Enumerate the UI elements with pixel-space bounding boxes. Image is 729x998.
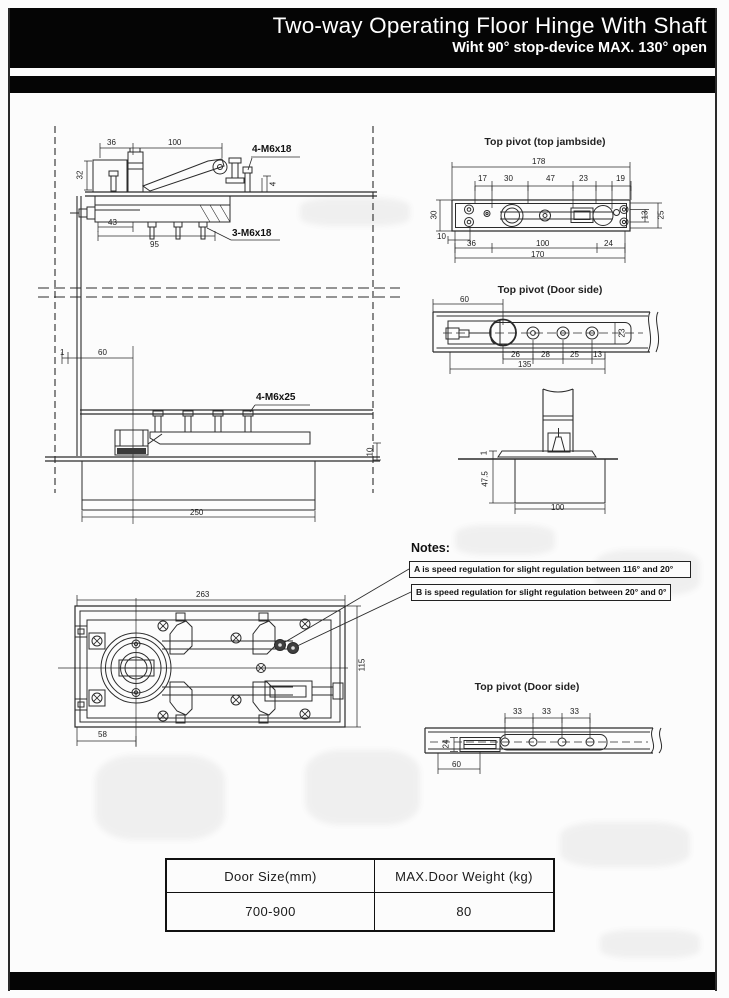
header-divider-bar: [8, 76, 717, 93]
ghost-artifact: [455, 525, 555, 555]
dim-label: 43: [108, 218, 117, 227]
dim-label: 4: [268, 181, 278, 187]
page-border-left: [8, 8, 10, 991]
table-header-door-weight: MAX.Door Weight (kg): [375, 860, 553, 893]
dim-label: 30: [504, 174, 513, 183]
dim-label: 36: [107, 138, 116, 147]
dim-label: 263: [196, 590, 210, 599]
spec-table: Door Size(mm) MAX.Door Weight (kg) 700-9…: [165, 858, 555, 932]
screw-spec-label: 4-M6x25: [256, 392, 296, 403]
dim-label: 58: [98, 730, 107, 739]
dim-label: 250: [190, 508, 204, 517]
dim-label: 100: [551, 503, 565, 512]
dim-label: 23: [579, 174, 588, 183]
footer-bar: [8, 972, 717, 990]
note-a-text: A is speed regulation for slight regulat…: [414, 564, 674, 574]
side-view-drawing: [38, 126, 400, 524]
shaft-section-drawing: [458, 388, 618, 514]
dim-label: 17: [478, 174, 487, 183]
table-cell-door-weight: 80: [456, 904, 472, 919]
dim-label: 30: [429, 210, 439, 220]
dim-label: 170: [531, 250, 545, 259]
dim-label: 10: [437, 232, 446, 241]
dim-label: 25: [570, 350, 579, 359]
top-pivot-doorside-mid-drawing: [432, 299, 660, 374]
dim-label: 60: [460, 295, 469, 304]
dim-label: 26: [511, 350, 520, 359]
dim-label: 25: [656, 210, 666, 220]
dim-label: 33: [542, 707, 551, 716]
page-subtitle: Wiht 90° stop-device MAX. 130° open: [452, 40, 707, 56]
dim-label: 47: [546, 174, 555, 183]
dim-label: 13: [593, 350, 602, 359]
dim-label: 19: [616, 174, 625, 183]
ghost-artifact: [300, 198, 410, 226]
dim-label: 33: [513, 707, 522, 716]
page-border-right: [715, 8, 717, 991]
dim-label: 95: [150, 240, 159, 249]
dim-label: 10: [365, 447, 375, 457]
dim-label: 135: [518, 360, 532, 369]
screw-spec-label: 3-M6x18: [232, 228, 272, 239]
title-bar: Two-way Operating Floor Hinge With Shaft…: [8, 8, 717, 68]
notes-heading: Notes:: [411, 541, 450, 555]
top-pivot-jambside-drawing: [436, 162, 662, 263]
table-header-door-size: Door Size(mm): [167, 860, 375, 893]
dim-label: 33: [570, 707, 579, 716]
dim-label: 60: [452, 760, 461, 769]
dim-label: 32: [75, 170, 85, 180]
dim-label: 178: [532, 157, 546, 166]
screw-spec-label: 4-M6x18: [252, 144, 292, 155]
dim-label: 28: [541, 350, 550, 359]
dim-label: 23: [617, 328, 627, 338]
page-title: Two-way Operating Floor Hinge With Shaft: [272, 13, 707, 38]
dim-label: 100: [536, 239, 550, 248]
dim-label: 36: [467, 239, 476, 248]
dim-label: 24: [604, 239, 613, 248]
dim-label: 115: [357, 658, 367, 672]
table-cell-door-size: 700-900: [167, 893, 375, 930]
dim-label: 24: [441, 739, 451, 749]
note-b-text: B is speed regulation for slight regulat…: [416, 587, 667, 597]
dim-label: 1: [479, 450, 489, 456]
drawing-title: Top pivot (Door side): [474, 681, 580, 693]
dim-label: 1: [60, 348, 65, 357]
dim-label: 100: [168, 138, 182, 147]
dim-label: 60: [98, 348, 107, 357]
dim-label: 13: [640, 210, 650, 220]
note-box-b: B is speed regulation for slight regulat…: [411, 584, 671, 601]
drawing-title: Top pivot (top jambside): [484, 136, 606, 148]
drawing-title: Top pivot (Door side): [497, 284, 603, 296]
ghost-artifact: [560, 822, 690, 867]
top-pivot-doorside-bottom-drawing: [424, 713, 663, 774]
floor-hinge-plan-drawing: [58, 595, 361, 747]
ghost-artifact: [600, 930, 700, 958]
ghost-artifact: [95, 755, 225, 840]
note-box-a: A is speed regulation for slight regulat…: [409, 561, 691, 578]
dim-label: 47.5: [480, 471, 490, 487]
ghost-artifact: [305, 750, 420, 825]
